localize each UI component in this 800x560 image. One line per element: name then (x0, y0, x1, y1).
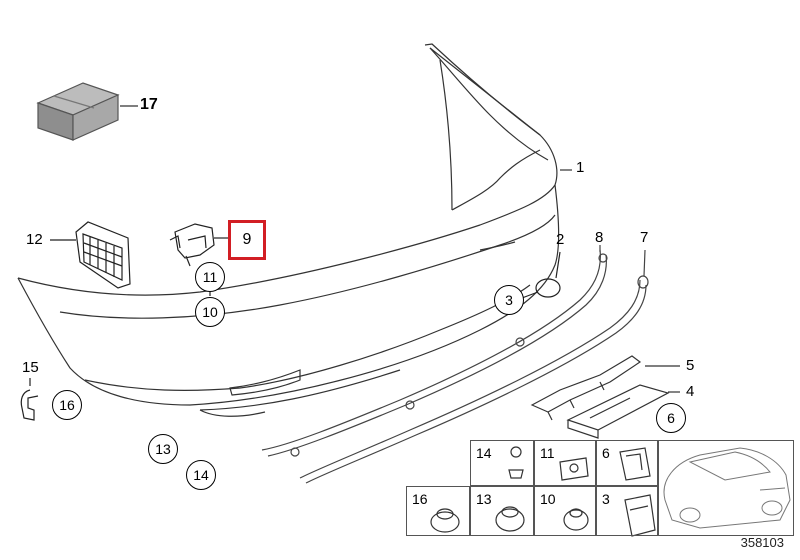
callout-14: 14 (193, 467, 209, 483)
table-label-11: 11 (540, 445, 555, 461)
callout-10: 10 (202, 304, 218, 320)
callout-7: 7 (640, 229, 649, 246)
callout-5: 5 (686, 357, 695, 374)
callout-14-circle: 14 (186, 460, 216, 490)
part-7-strip (299, 249, 649, 484)
callout-8: 8 (595, 229, 604, 246)
table-hardware (430, 446, 656, 537)
callout-9-highlight: 9 (228, 220, 266, 260)
callout-13-circle: 13 (148, 434, 178, 464)
part-15-clip (20, 378, 39, 421)
table-cell-13: 13 (470, 486, 534, 536)
callout-17: 17 (140, 96, 158, 113)
table-cell-11: 11 (534, 440, 596, 486)
table-cell-car (658, 440, 794, 536)
part-2-cap (521, 251, 561, 299)
part-8-strip (261, 245, 608, 457)
car-silhouette (663, 447, 791, 529)
callout-16: 16 (59, 397, 75, 413)
table-cell-16: 16 (406, 486, 470, 536)
table-cell-10: 10 (534, 486, 596, 536)
callout-16-circle: 16 (52, 390, 82, 420)
table-label-6: 6 (602, 445, 610, 461)
table-label-3: 3 (602, 491, 610, 507)
callout-2: 2 (556, 231, 565, 248)
table-cell-6: 6 (596, 440, 658, 486)
callout-4: 4 (686, 383, 695, 400)
callout-3-circle: 3 (494, 285, 524, 315)
part-12-grille (50, 221, 131, 289)
callout-6-circle: 6 (656, 403, 686, 433)
part-4-bracket (566, 384, 680, 439)
callout-1: 1 (576, 159, 585, 176)
callout-9: 9 (242, 231, 252, 248)
table-label-14: 14 (476, 445, 492, 461)
table-label-16: 16 (412, 491, 428, 507)
callout-12: 12 (26, 231, 43, 248)
callout-15: 15 (22, 359, 39, 376)
callout-11-circle: 11 (195, 262, 225, 292)
table-label-10: 10 (540, 491, 556, 507)
drawing-number: 358103 (740, 535, 784, 550)
table-cell-14: 14 (470, 440, 534, 486)
part-17-block (36, 82, 138, 141)
callout-11: 11 (202, 269, 218, 285)
callout-3: 3 (505, 292, 513, 308)
table-cell-3: 3 (596, 486, 658, 536)
part-5-bracket (530, 355, 680, 421)
callout-13: 13 (155, 441, 171, 457)
callout-10-circle: 10 (195, 297, 225, 327)
bumper-cover (17, 43, 572, 417)
table-label-13: 13 (476, 491, 492, 507)
callout-6: 6 (667, 410, 675, 426)
